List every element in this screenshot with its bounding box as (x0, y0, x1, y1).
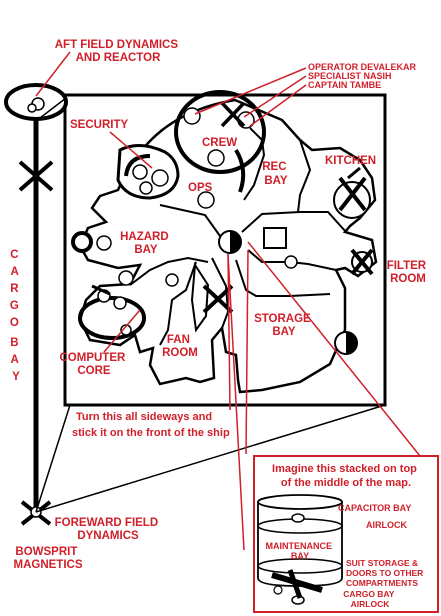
computer-core-ring (78, 296, 146, 340)
storage-bay-label: STORAGE BAY (254, 313, 314, 338)
kitchen-pod (333, 181, 371, 219)
perspective-line (35, 404, 386, 513)
crew-pod (207, 149, 225, 167)
perspective-line (35, 404, 71, 513)
turn-note: Turn this all sideways and stick it on t… (72, 411, 230, 439)
maintenance-bay-label: MAINTENANCE BAY (265, 541, 334, 561)
crew-list-label: OPERATOR DEVALEKAR SPECIALIST NASIH CAPT… (308, 62, 419, 90)
cargo-airlock-label: CARGO BAY AIRLOCK (343, 589, 396, 609)
foreward-field-label: FOREWARD FIELD DYNAMICS (55, 517, 162, 542)
fan-duct (190, 262, 210, 333)
crew-pod (183, 107, 201, 125)
suit-storage-label: SUIT STORAGE & DOORS TO OTHER COMPARTMEN… (346, 558, 426, 588)
cargo-bay-label: C A R G O B A Y (10, 249, 22, 383)
hazard-hatch (71, 231, 93, 253)
aft-field-label: AFT FIELD DYNAMICS AND REACTOR (55, 39, 182, 64)
ops-label: OPS (188, 182, 213, 194)
filter-room-label: FILTER ROOM (387, 260, 430, 285)
security-label: SECURITY (70, 119, 128, 131)
inset-airlock (291, 513, 305, 523)
fan-room-label: FAN ROOM (162, 334, 198, 359)
map-frame (63, 93, 387, 407)
crew-label: CREW (202, 137, 237, 149)
hub-lift (263, 227, 287, 249)
hazard-bay-label: HAZARD BAY (120, 231, 172, 256)
kitchen-label: KITCHEN (325, 155, 376, 167)
capacitor-bay-label: CAPACITOR BAY (338, 503, 411, 513)
airlock-label: AIRLOCK (366, 520, 407, 530)
crew-ring (174, 90, 266, 174)
ops-pod (197, 191, 215, 209)
rec-bay-label: REC BAY (262, 161, 289, 187)
leader-lines (35, 51, 421, 599)
bowsprit-label: BOWSPRIT MAGNETICS (14, 546, 83, 571)
inset-title: Imagine this stacked on top of the middl… (272, 463, 420, 489)
computer-core-label: COMPUTER CORE (59, 352, 128, 377)
